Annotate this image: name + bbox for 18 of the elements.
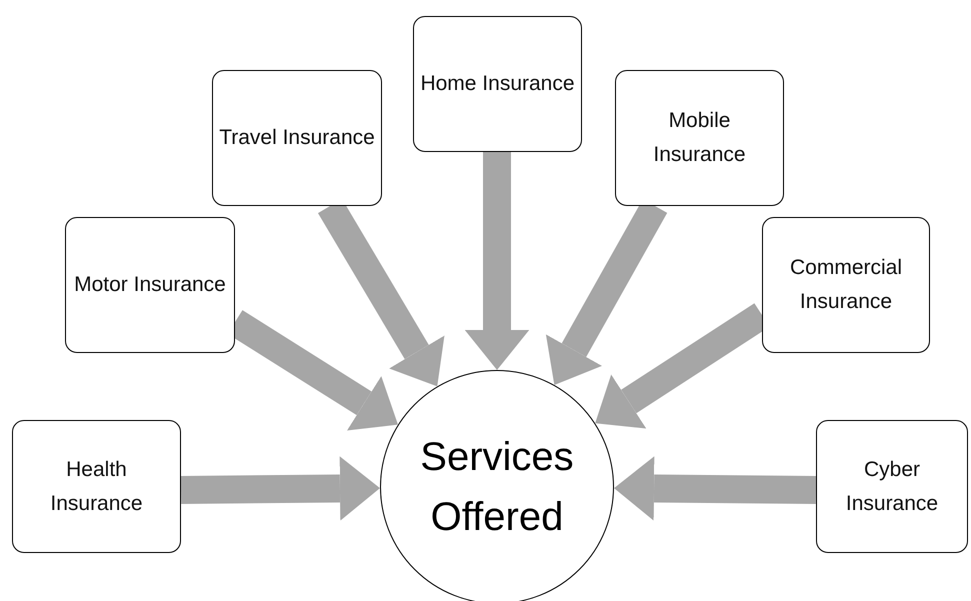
process-box bbox=[615, 70, 784, 206]
box-label: Health Insurance bbox=[49, 456, 144, 516]
block-arrow bbox=[614, 456, 816, 521]
process-box bbox=[413, 16, 582, 152]
box-label: Travel Insurance bbox=[219, 125, 375, 152]
process-box bbox=[65, 217, 235, 353]
process-box bbox=[212, 70, 382, 206]
box-label: Commercial Insurance bbox=[788, 255, 903, 315]
process-box bbox=[762, 217, 930, 353]
block-arrow bbox=[464, 152, 530, 370]
box-label: Motor Insurance bbox=[74, 272, 226, 298]
box-label: Mobile Insurance bbox=[652, 108, 747, 168]
block-arrow bbox=[180, 456, 380, 521]
circle-label: Services Offered bbox=[419, 434, 575, 541]
process-box bbox=[12, 420, 181, 553]
box-label: Home Insurance bbox=[420, 71, 575, 98]
process-box bbox=[816, 420, 968, 553]
box-label: Cyber Insurance bbox=[844, 456, 940, 516]
